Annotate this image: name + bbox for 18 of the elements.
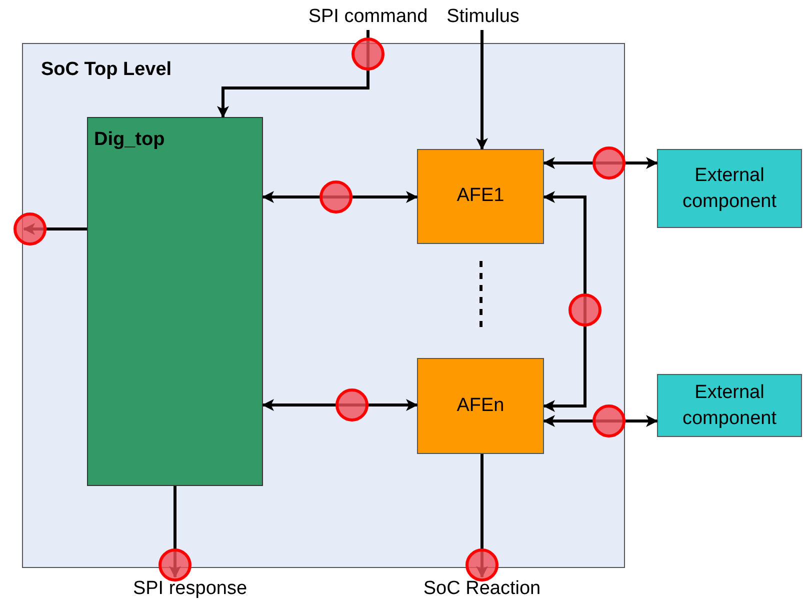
block-title: SoC Top Level: [41, 59, 172, 80]
component-box: [657, 149, 802, 228]
block-box: [417, 358, 544, 454]
block-label: Stimulus: [446, 4, 520, 29]
block-label: SoC Reaction: [423, 578, 541, 600]
arrow: [476, 30, 488, 150]
block-box: [87, 117, 263, 486]
block-label: AFE1: [456, 184, 504, 208]
block-label: External component: [681, 164, 778, 214]
block-label: AFEn: [456, 394, 504, 418]
block-box: [417, 149, 544, 244]
block-label: External component: [681, 380, 778, 430]
component-box: [657, 374, 802, 437]
container-box: [22, 43, 625, 568]
block-label: SPI response: [132, 578, 248, 600]
block-label: SPI command: [308, 4, 428, 29]
arrow: [543, 191, 586, 412]
block-title: Dig_top: [94, 129, 165, 150]
